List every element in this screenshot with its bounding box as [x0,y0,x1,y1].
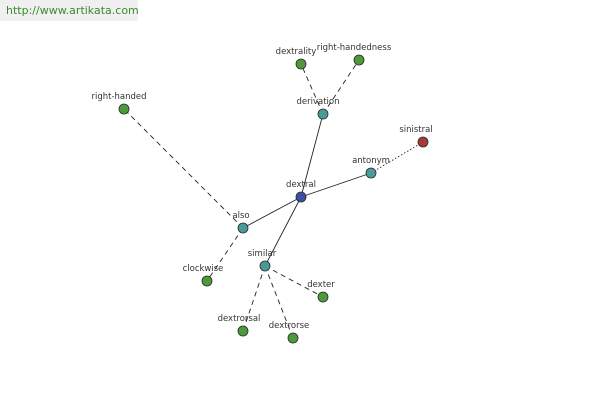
node-circle-right-handedness[interactable] [353,54,365,66]
node-circle-dextrorse[interactable] [287,332,299,344]
node-sinistral[interactable]: sinistral [399,125,433,148]
edge-also-right-handed [123,108,244,229]
edge-dextral-similar [264,196,302,267]
node-circle-also[interactable] [237,222,249,234]
node-circle-dexter[interactable] [317,291,329,303]
node-label-clockwise: clockwise [183,264,224,274]
edge-derivation-right-handedness [322,59,360,115]
site-url-link[interactable]: http://www.artikata.com [6,4,139,17]
node-dexter[interactable]: dexter [307,280,335,303]
node-circle-clockwise[interactable] [201,275,213,287]
edge-similar-dextrorsal [242,265,266,332]
node-label-dextral: dextral [286,180,316,190]
edge-derivation-dextrality [300,63,324,115]
node-also[interactable]: also [232,211,250,234]
edge-similar-dextrorse [264,265,294,339]
node-label-dextrality: dextrality [276,47,317,57]
node-dextrorse[interactable]: dextrorse [269,321,310,344]
node-label-right-handed: right-handed [91,92,146,102]
node-label-derivation: derivation [296,97,339,107]
node-dextral[interactable]: dextral [286,180,316,203]
node-label-similar: similar [248,249,277,259]
node-circle-dextral[interactable] [295,191,307,203]
node-circle-derivation[interactable] [317,108,329,120]
node-dextrorsal[interactable]: dextrorsal [218,314,261,337]
node-clockwise[interactable]: clockwise [183,264,224,287]
node-antonym[interactable]: antonym [352,156,390,179]
node-label-dexter: dexter [307,280,335,290]
node-label-right-handedness: right-handedness [317,43,392,53]
node-derivation[interactable]: derivation [296,97,340,120]
edge-also-clockwise [206,227,244,282]
edge-similar-dexter [264,265,324,298]
edge-antonym-sinistral [370,141,424,174]
node-label-sinistral: sinistral [399,125,432,135]
node-label-dextrorse: dextrorse [269,321,310,331]
node-circle-sinistral[interactable] [417,136,429,148]
node-circle-right-handed[interactable] [118,103,130,115]
graph-nodes: dextral derivation antonym also similar dextr… [91,43,433,344]
edge-dextral-derivation [300,113,324,198]
node-circle-similar[interactable] [259,260,271,272]
node-label-antonym: antonym [352,156,390,166]
url-bar: http://www.artikata.com [0,0,139,21]
node-circle-antonym[interactable] [365,167,377,179]
node-right-handedness[interactable]: right-handedness [317,43,392,66]
node-label-dextrorsal: dextrorsal [218,314,261,324]
node-label-also: also [232,211,249,221]
node-circle-dextrality[interactable] [295,58,307,70]
node-circle-dextrorsal[interactable] [237,325,249,337]
edge-dextral-also [242,196,302,229]
node-similar[interactable]: similar [248,249,277,272]
node-dextrality[interactable]: dextrality [276,47,317,70]
graph-edges [123,59,424,339]
node-right-handed[interactable]: right-handed [91,92,147,115]
edge-dextral-antonym [300,172,372,198]
